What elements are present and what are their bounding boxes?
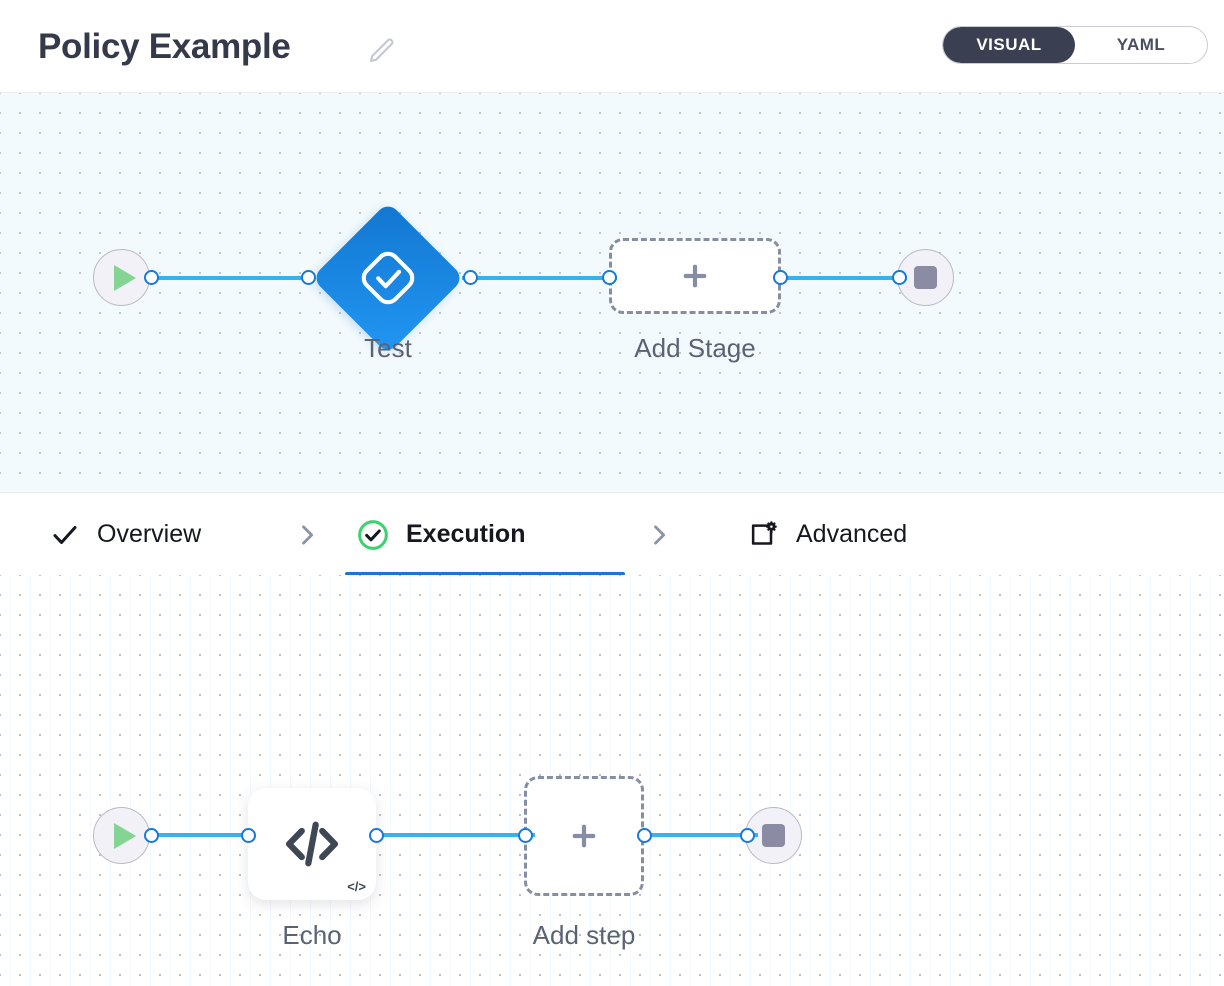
port-step-start-out[interactable] [144,828,159,843]
section-tabbar: Overview Execution [0,492,1224,576]
plus-icon [572,824,596,848]
tab-overview-label: Overview [97,520,202,548]
play-triangle [114,264,136,291]
stop-square [762,824,785,847]
check-icon [53,525,77,544]
step-node-echo[interactable]: </> [248,788,376,900]
pencil-icon[interactable] [366,36,396,66]
port-echo-out[interactable] [369,828,384,843]
edge-start-to-test [150,276,315,280]
toggle-option-visual[interactable]: VISUAL [943,27,1075,63]
code-badge-icon: </> [347,879,366,894]
edge-test-to-addstage [462,276,617,280]
page-header: Policy Example VISUAL YAML [0,0,1224,93]
toggle-option-yaml[interactable]: YAML [1116,35,1166,54]
add-stage-label: Add Stage [634,333,756,363]
check-circle-green-icon [358,519,388,550]
code-icon [285,821,339,867]
page-title: Policy Example [38,27,291,66]
edge-start-to-echo [150,833,255,837]
stage-node-test[interactable] [311,201,465,355]
play-icon [93,807,150,864]
add-stage-button[interactable] [609,238,781,314]
port-addstage-in[interactable] [602,270,617,285]
port-start-out[interactable] [144,270,159,285]
tab-advanced-label: Advanced [796,520,908,548]
tab-active-underline [345,572,625,576]
edge-echo-to-addstep [370,833,535,837]
tab-overview[interactable]: Overview [38,493,213,576]
stop-square [914,266,937,289]
port-addstep-in[interactable] [518,828,533,843]
step-node-echo-label: Echo [282,920,342,950]
view-mode-toggle[interactable]: VISUAL YAML [942,26,1208,64]
port-test-in[interactable] [301,270,316,285]
plus-icon [683,264,707,288]
tab-advanced[interactable]: Advanced [735,493,919,576]
tab-separator-1 [293,493,321,576]
tab-execution[interactable]: Execution [345,493,625,576]
tab-separator-2 [645,493,673,576]
stage-start-node[interactable] [93,249,150,306]
port-step-end-in[interactable] [740,828,755,843]
port-addstep-out[interactable] [637,828,652,843]
edge-addstep-to-end [638,833,758,837]
port-echo-in[interactable] [241,828,256,843]
port-end-in[interactable] [892,270,907,285]
add-step-button[interactable] [524,776,644,896]
tab-execution-label: Execution [406,520,526,548]
stage-node-test-label: Test [364,333,412,363]
play-icon [93,249,150,306]
add-step-label: Add step [532,920,636,950]
square-gear-icon [751,520,777,545]
play-triangle [114,822,136,849]
step-start-node[interactable] [93,807,150,864]
stage-canvas[interactable]: Test Add Stage [0,93,1224,492]
port-addstage-out[interactable] [773,270,788,285]
check-diamond-icon [312,202,464,354]
chevron-right-icon [654,524,666,545]
port-test-out[interactable] [463,270,478,285]
step-canvas[interactable]: </> Echo Add step [0,575,1224,986]
edge-addstage-to-end [777,276,907,280]
chevron-right-icon [302,524,314,545]
